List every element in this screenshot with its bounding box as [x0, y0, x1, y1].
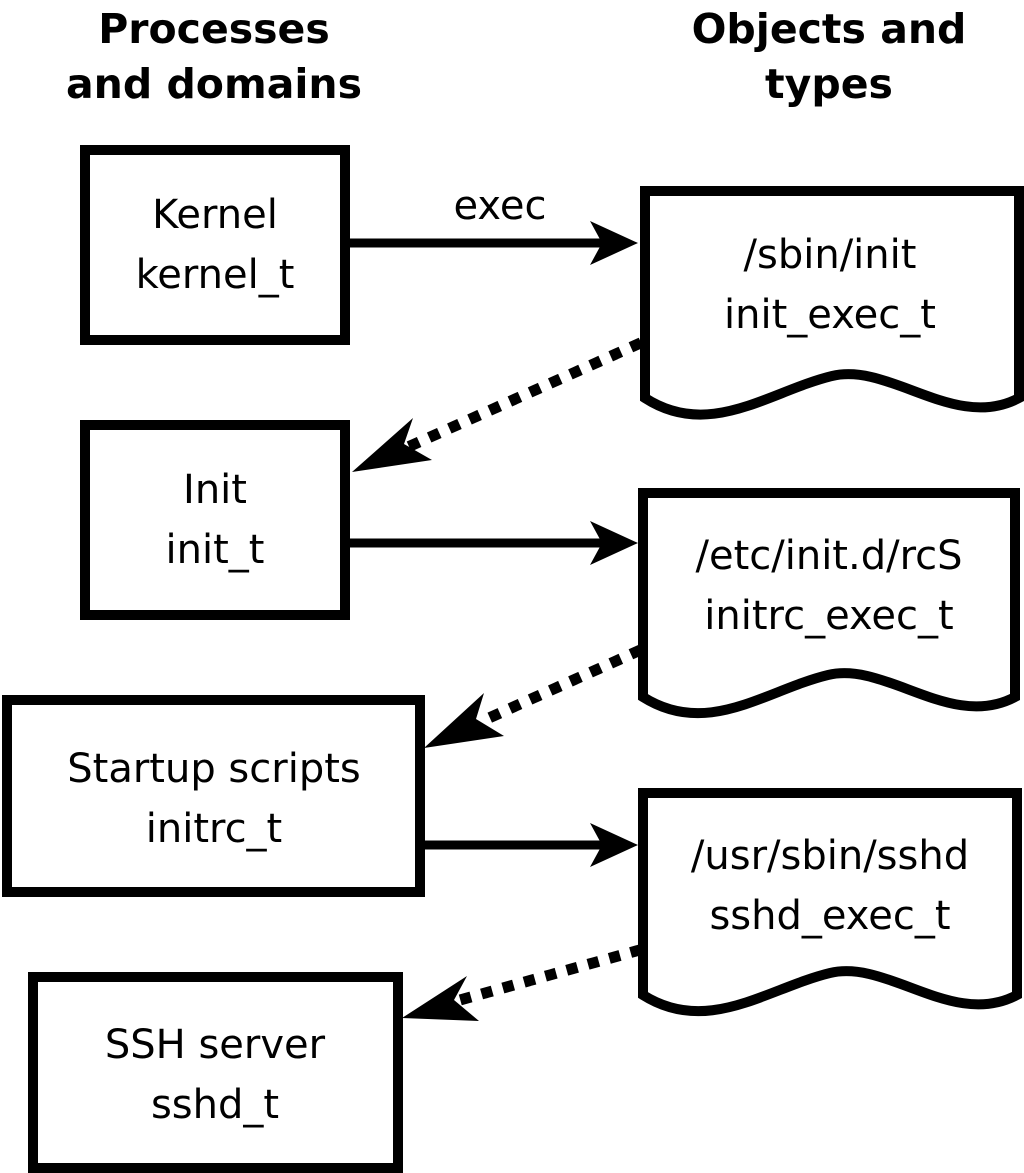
edge-initrc_exec-transition-initrc: [424, 644, 644, 748]
column-heading-objects-line2: types: [765, 60, 893, 108]
column-heading-processes-line2: and domains: [66, 60, 362, 108]
node-init-line1: Init: [183, 467, 247, 513]
node-kernel-box[interactable]: [80, 145, 350, 345]
edge-sshd_exec-transition-sshd-line: [453, 944, 643, 1007]
node-initrc[interactable]: Startup scripts initrc_t: [2, 695, 425, 897]
node-initrc-box[interactable]: [2, 695, 425, 897]
node-sshd-line2: sshd_t: [151, 1082, 279, 1128]
node-initrc_exec-line1: /etc/init.d/rcS: [695, 533, 962, 579]
edge-sshd_exec-transition-sshd: [402, 944, 643, 1021]
edge-init-exec-initrc-arrowhead: [590, 521, 638, 565]
edge-init_exec-transition-init-arrowhead: [352, 418, 432, 472]
column-heading-objects: Objects and types: [692, 5, 967, 108]
node-init-box[interactable]: [80, 420, 350, 620]
edge-initrc-exec-sshd: [425, 823, 638, 867]
node-sshd_exec-document-shape[interactable]: [638, 788, 1022, 1017]
node-kernel[interactable]: Kernel kernel_t: [80, 145, 350, 345]
column-heading-objects-line1: Objects and: [692, 5, 967, 53]
edge-init-exec-initrc: [350, 521, 638, 565]
node-initrc_exec[interactable]: /etc/init.d/rcS initrc_exec_t: [638, 488, 1020, 719]
edge-sshd_exec-transition-sshd-arrowhead: [402, 976, 479, 1021]
node-init_exec-document-shape[interactable]: [640, 186, 1024, 420]
edge-initrc_exec-transition-initrc-line: [472, 644, 644, 730]
edge-kernel-exec-init-arrowhead: [590, 221, 638, 265]
column-heading-processes-line1: Processes: [98, 5, 330, 53]
node-sshd_exec-line1: /usr/sbin/sshd: [691, 833, 969, 879]
node-initrc-line1: Startup scripts: [67, 746, 360, 792]
node-initrc_exec-line2: initrc_exec_t: [704, 593, 953, 639]
node-init_exec-line1: /sbin/init: [744, 232, 917, 278]
node-sshd-line1: SSH server: [105, 1022, 326, 1068]
node-kernel-line2: kernel_t: [136, 252, 295, 298]
column-heading-processes: Processes and domains: [66, 5, 362, 108]
node-init_exec-line2: init_exec_t: [724, 292, 936, 338]
node-initrc-line2: initrc_t: [146, 806, 283, 852]
node-sshd_exec-line2: sshd_exec_t: [709, 893, 950, 939]
node-kernel-line1: Kernel: [152, 192, 278, 238]
edge-initrc-exec-sshd-arrowhead: [590, 823, 638, 867]
node-init-line2: init_t: [166, 527, 265, 573]
node-init_exec[interactable]: /sbin/init init_exec_t: [640, 186, 1024, 420]
node-initrc_exec-document-shape[interactable]: [638, 488, 1020, 719]
edge-initrc_exec-transition-initrc-arrowhead: [424, 693, 504, 748]
edge-init_exec-transition-init-line: [400, 337, 644, 455]
node-init[interactable]: Init init_t: [80, 420, 350, 620]
edge-kernel-exec-init: exec: [350, 183, 638, 265]
edge-label-exec: exec: [454, 183, 547, 229]
node-sshd[interactable]: SSH server sshd_t: [28, 972, 403, 1173]
node-sshd-box[interactable]: [28, 972, 403, 1173]
node-sshd_exec[interactable]: /usr/sbin/sshd sshd_exec_t: [638, 788, 1022, 1017]
edge-init_exec-transition-init: [352, 337, 644, 472]
